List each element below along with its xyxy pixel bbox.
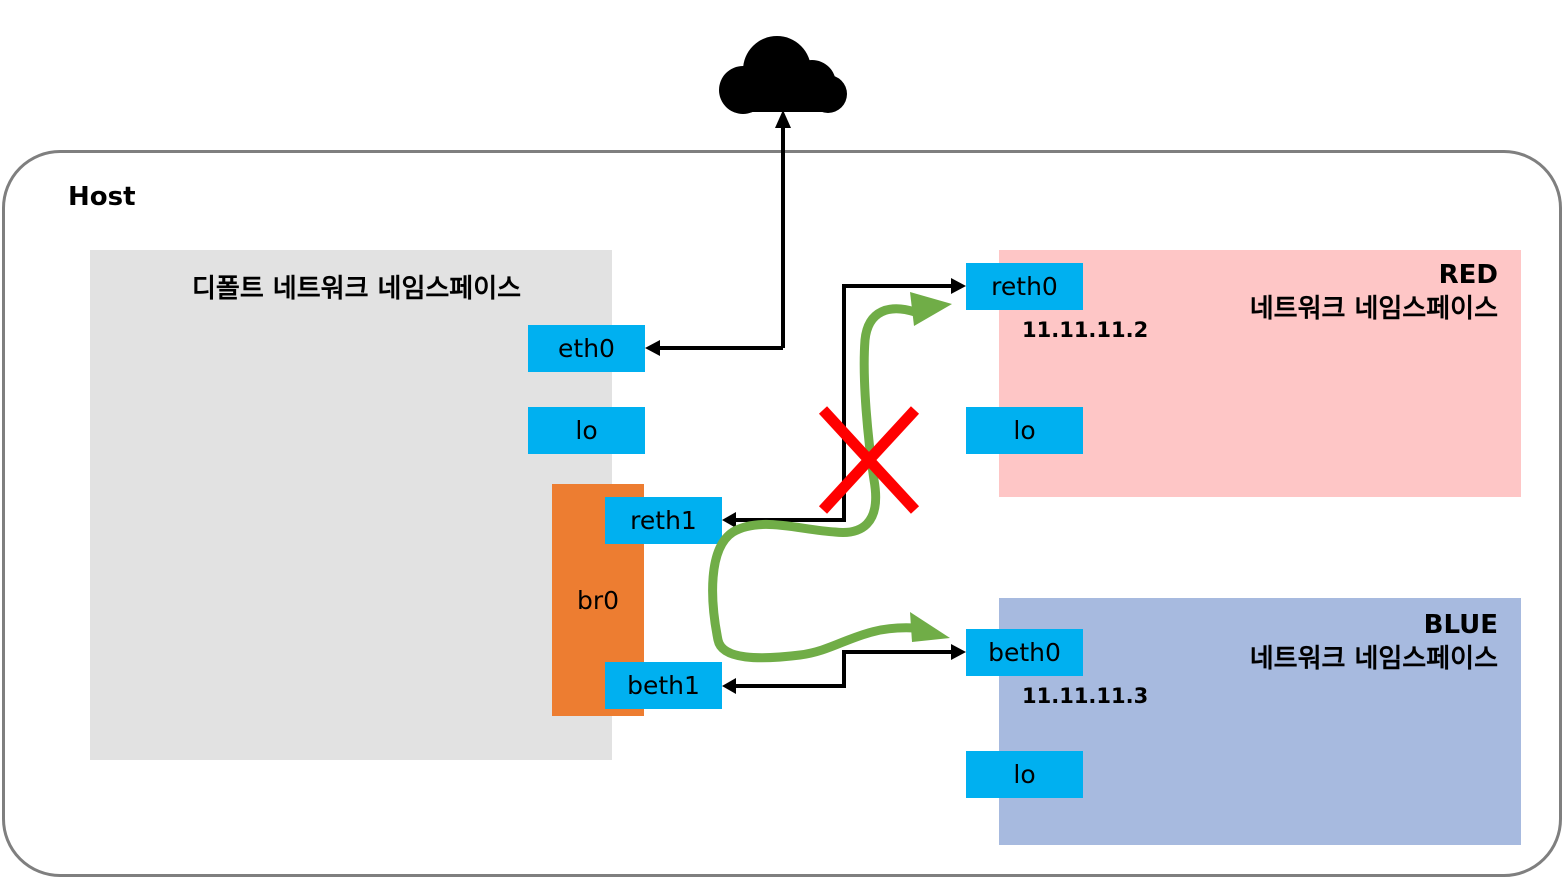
interface-eth0: eth0: [528, 325, 645, 372]
red-namespace: [999, 250, 1521, 497]
host-label: Host: [68, 182, 136, 212]
blue-namespace-subtitle: 네트워크 네임스페이스: [1249, 644, 1498, 674]
red-namespace-name: RED: [1438, 260, 1498, 290]
interface-blue-lo: lo: [966, 751, 1083, 798]
blue-ip-address: 11.11.11.3: [1022, 684, 1149, 708]
interface-reth0: reth0: [966, 263, 1083, 310]
interface-red-lo: lo: [966, 407, 1083, 454]
red-ip-address: 11.11.11.2: [1022, 318, 1149, 342]
red-namespace-title: RED 네트워크 네임스페이스: [1250, 258, 1498, 326]
interface-reth1: reth1: [605, 497, 722, 544]
default-namespace-title: 디폴트 네트워크 네임스페이스: [192, 274, 522, 304]
blue-namespace-name: BLUE: [1423, 610, 1498, 640]
interface-beth1: beth1: [605, 662, 722, 709]
interface-beth0: beth0: [966, 629, 1083, 676]
blue-namespace: [999, 598, 1521, 845]
interface-default-lo: lo: [528, 407, 645, 454]
bridge-label: br0: [576, 586, 620, 615]
default-namespace: [90, 250, 612, 760]
red-namespace-subtitle: 네트워크 네임스페이스: [1249, 294, 1498, 324]
blue-namespace-title: BLUE 네트워크 네임스페이스: [1250, 608, 1498, 676]
cloud-icon: [719, 36, 847, 114]
